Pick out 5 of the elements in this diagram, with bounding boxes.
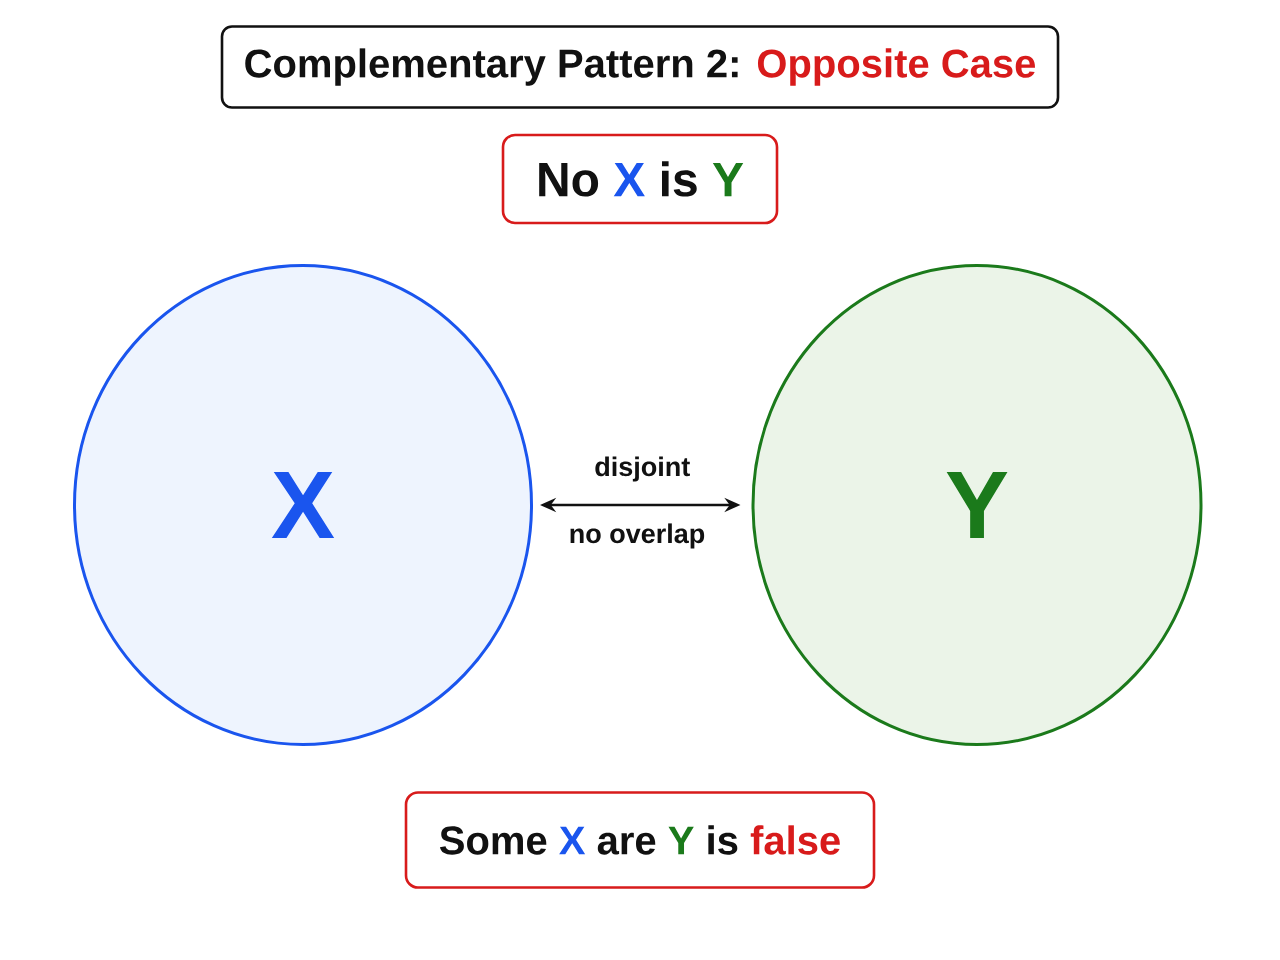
- title: Complementary Pattern 2: Opposite Case: [220, 25, 1060, 109]
- edge-label: disjoint: [592, 454, 693, 484]
- line-label: no overlap: [570, 523, 705, 549]
- conclusion-box: Some X are Y is false: [404, 791, 876, 889]
- statement-box: No X is Y: [501, 133, 779, 225]
